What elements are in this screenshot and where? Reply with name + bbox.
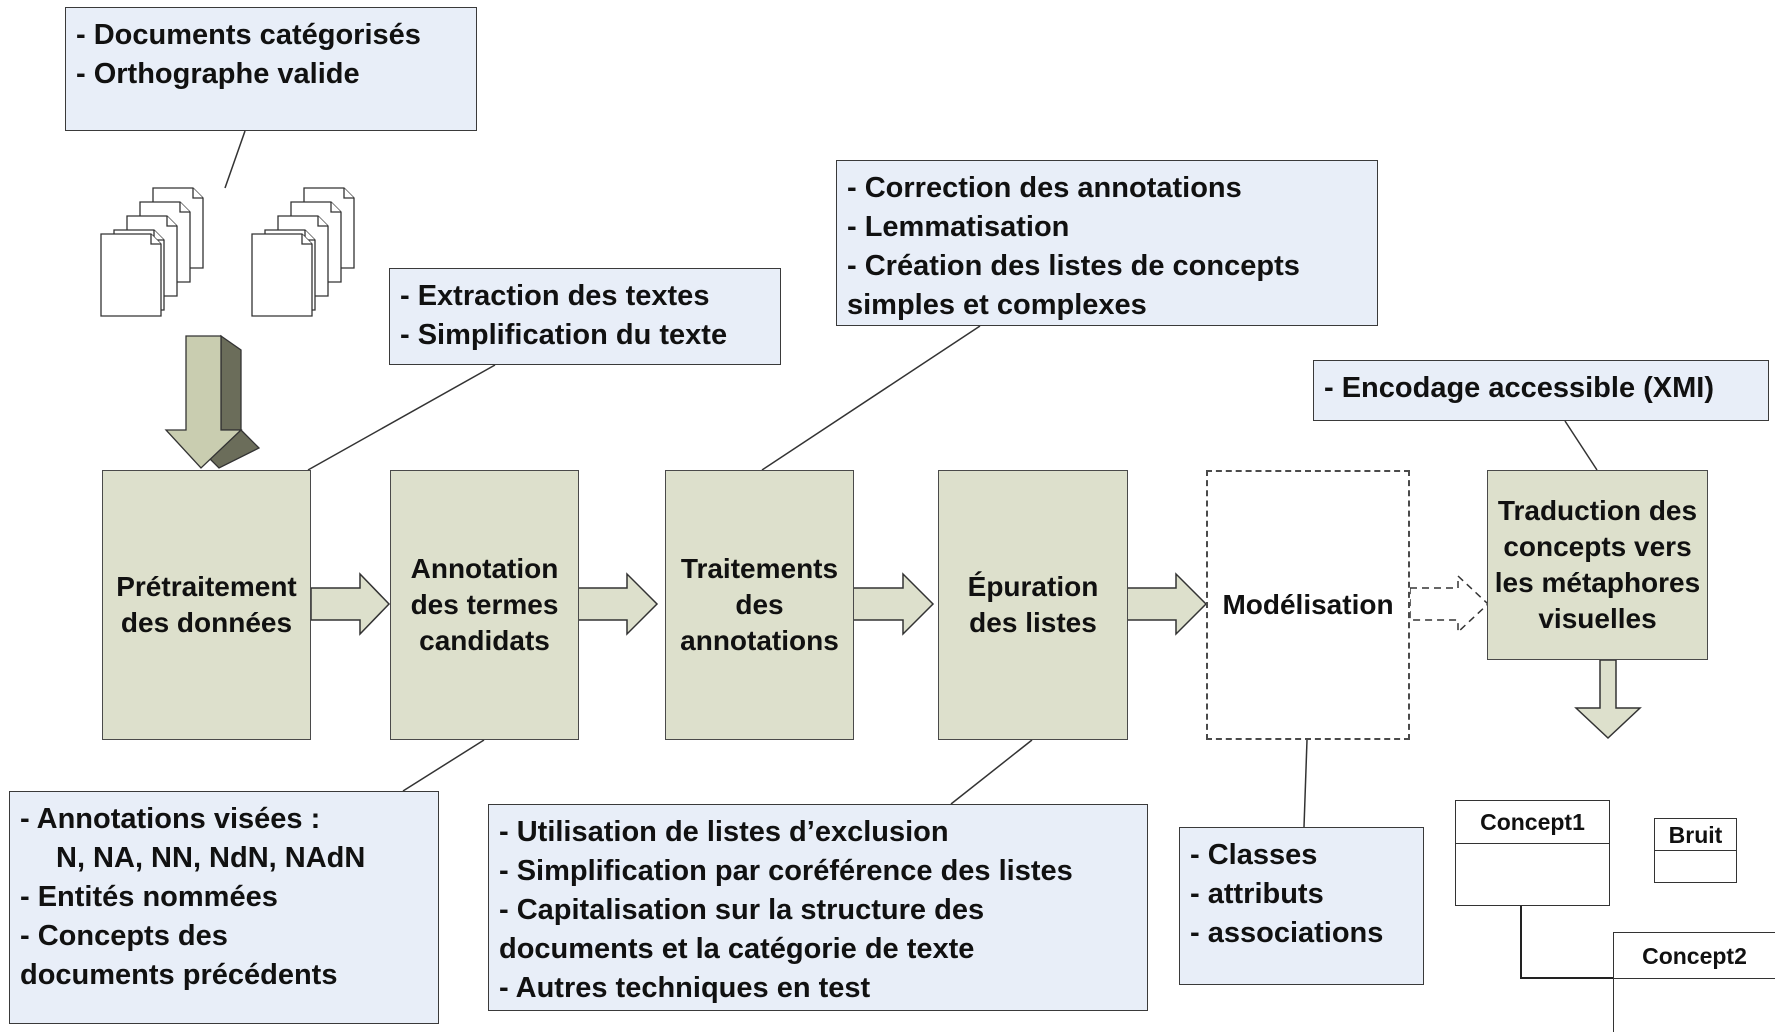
connector-documents <box>224 130 246 189</box>
note-line: - Concepts des <box>20 920 228 952</box>
step-modelisation: Modélisation <box>1206 470 1410 740</box>
note-line: - Simplification du texte <box>400 319 728 351</box>
arrow-right-icon <box>577 572 659 636</box>
note-line: - Classes <box>1190 839 1318 871</box>
uml-class-concept1: Concept1 <box>1455 800 1610 906</box>
callout-lines <box>224 130 1598 828</box>
note-extraction: - Extraction des textes - Simplification… <box>389 268 781 365</box>
step-label: Modélisation <box>1222 589 1394 620</box>
uml-class-name: Concept1 <box>1456 801 1609 844</box>
step-label: Épuration des listes <box>967 571 1099 638</box>
note-line: - Extraction des textes <box>400 280 710 312</box>
step-annotation: Annotation des termes candidats <box>390 470 579 740</box>
note-correction: - Correction des annotations - Lemmatisa… <box>836 160 1378 326</box>
note-line: - Documents catégorisés <box>76 19 421 51</box>
note-line: N, NA, NN, NdN, NAdN <box>56 842 366 874</box>
note-line: - Annotations visées : <box>20 803 321 835</box>
arrow-right-icon <box>852 572 935 636</box>
connector-classes <box>1303 739 1308 828</box>
note-line: - Capitalisation sur la structure des <box>499 894 985 926</box>
connector-annotations-visees <box>402 739 485 792</box>
step-label: Prétraitement des données <box>116 571 297 638</box>
step-traduction: Traduction des concepts vers les métapho… <box>1487 470 1708 660</box>
arrow-right-icon <box>310 572 391 636</box>
uml-relation-line <box>1520 906 1614 979</box>
note-line: - Simplification par coréférence des lis… <box>499 855 1073 887</box>
note-line: simples et complexes <box>847 289 1147 321</box>
note-line: - Lemmatisation <box>847 211 1070 243</box>
connector-extraction <box>307 364 496 471</box>
note-line: documents et la catégorie de texte <box>499 933 975 965</box>
step-label: Annotation des termes candidats <box>410 553 559 656</box>
input-down-arrow-icon <box>164 334 261 469</box>
note-exclusion: - Utilisation de listes d’exclusion - Si… <box>488 804 1148 1011</box>
step-label: Traitements des annotations <box>680 553 839 656</box>
note-line: - associations <box>1190 917 1384 949</box>
connector-correction <box>761 325 981 471</box>
note-line: - Entités nommées <box>20 881 278 913</box>
note-encodage: - Encodage accessible (XMI) <box>1313 360 1769 421</box>
note-annotations-visees: - Annotations visées : N, NA, NN, NdN, N… <box>9 791 439 1024</box>
note-line: - Création des listes de concepts <box>847 250 1300 282</box>
arrow-down-icon <box>1574 659 1642 740</box>
document-stack-icon-left <box>100 187 204 317</box>
uml-class-bruit: Bruit <box>1654 818 1737 883</box>
connector-encodage <box>1564 420 1598 471</box>
document-stack-icon-right <box>251 187 355 317</box>
step-traitements: Traitements des annotations <box>665 470 854 740</box>
flow-arrows <box>310 572 1642 740</box>
uml-class-concept2: Concept2 <box>1613 932 1775 1032</box>
step-label: Traduction des concepts vers les métapho… <box>1494 495 1701 634</box>
note-line: documents précédents <box>20 959 338 991</box>
step-epuration: Épuration des listes <box>938 470 1128 740</box>
uml-class-name: Concept2 <box>1614 933 1775 979</box>
note-line: - Encodage accessible (XMI) <box>1324 372 1715 404</box>
step-pretraitement: Prétraitement des données <box>102 470 311 740</box>
note-line: - Orthographe valide <box>76 58 360 90</box>
note-documents: - Documents catégorisés - Orthographe va… <box>65 7 477 131</box>
note-line: - Utilisation de listes d’exclusion <box>499 816 949 848</box>
note-classes: - Classes - attributs - associations <box>1179 827 1424 985</box>
connector-exclusion <box>950 739 1033 805</box>
note-line: - Correction des annotations <box>847 172 1242 204</box>
arrow-right-dashed-icon <box>1409 574 1490 634</box>
arrow-right-icon <box>1126 572 1208 636</box>
uml-class-name: Bruit <box>1655 819 1736 851</box>
note-line: - attributs <box>1190 878 1324 910</box>
note-line: - Autres techniques en test <box>499 972 871 1004</box>
